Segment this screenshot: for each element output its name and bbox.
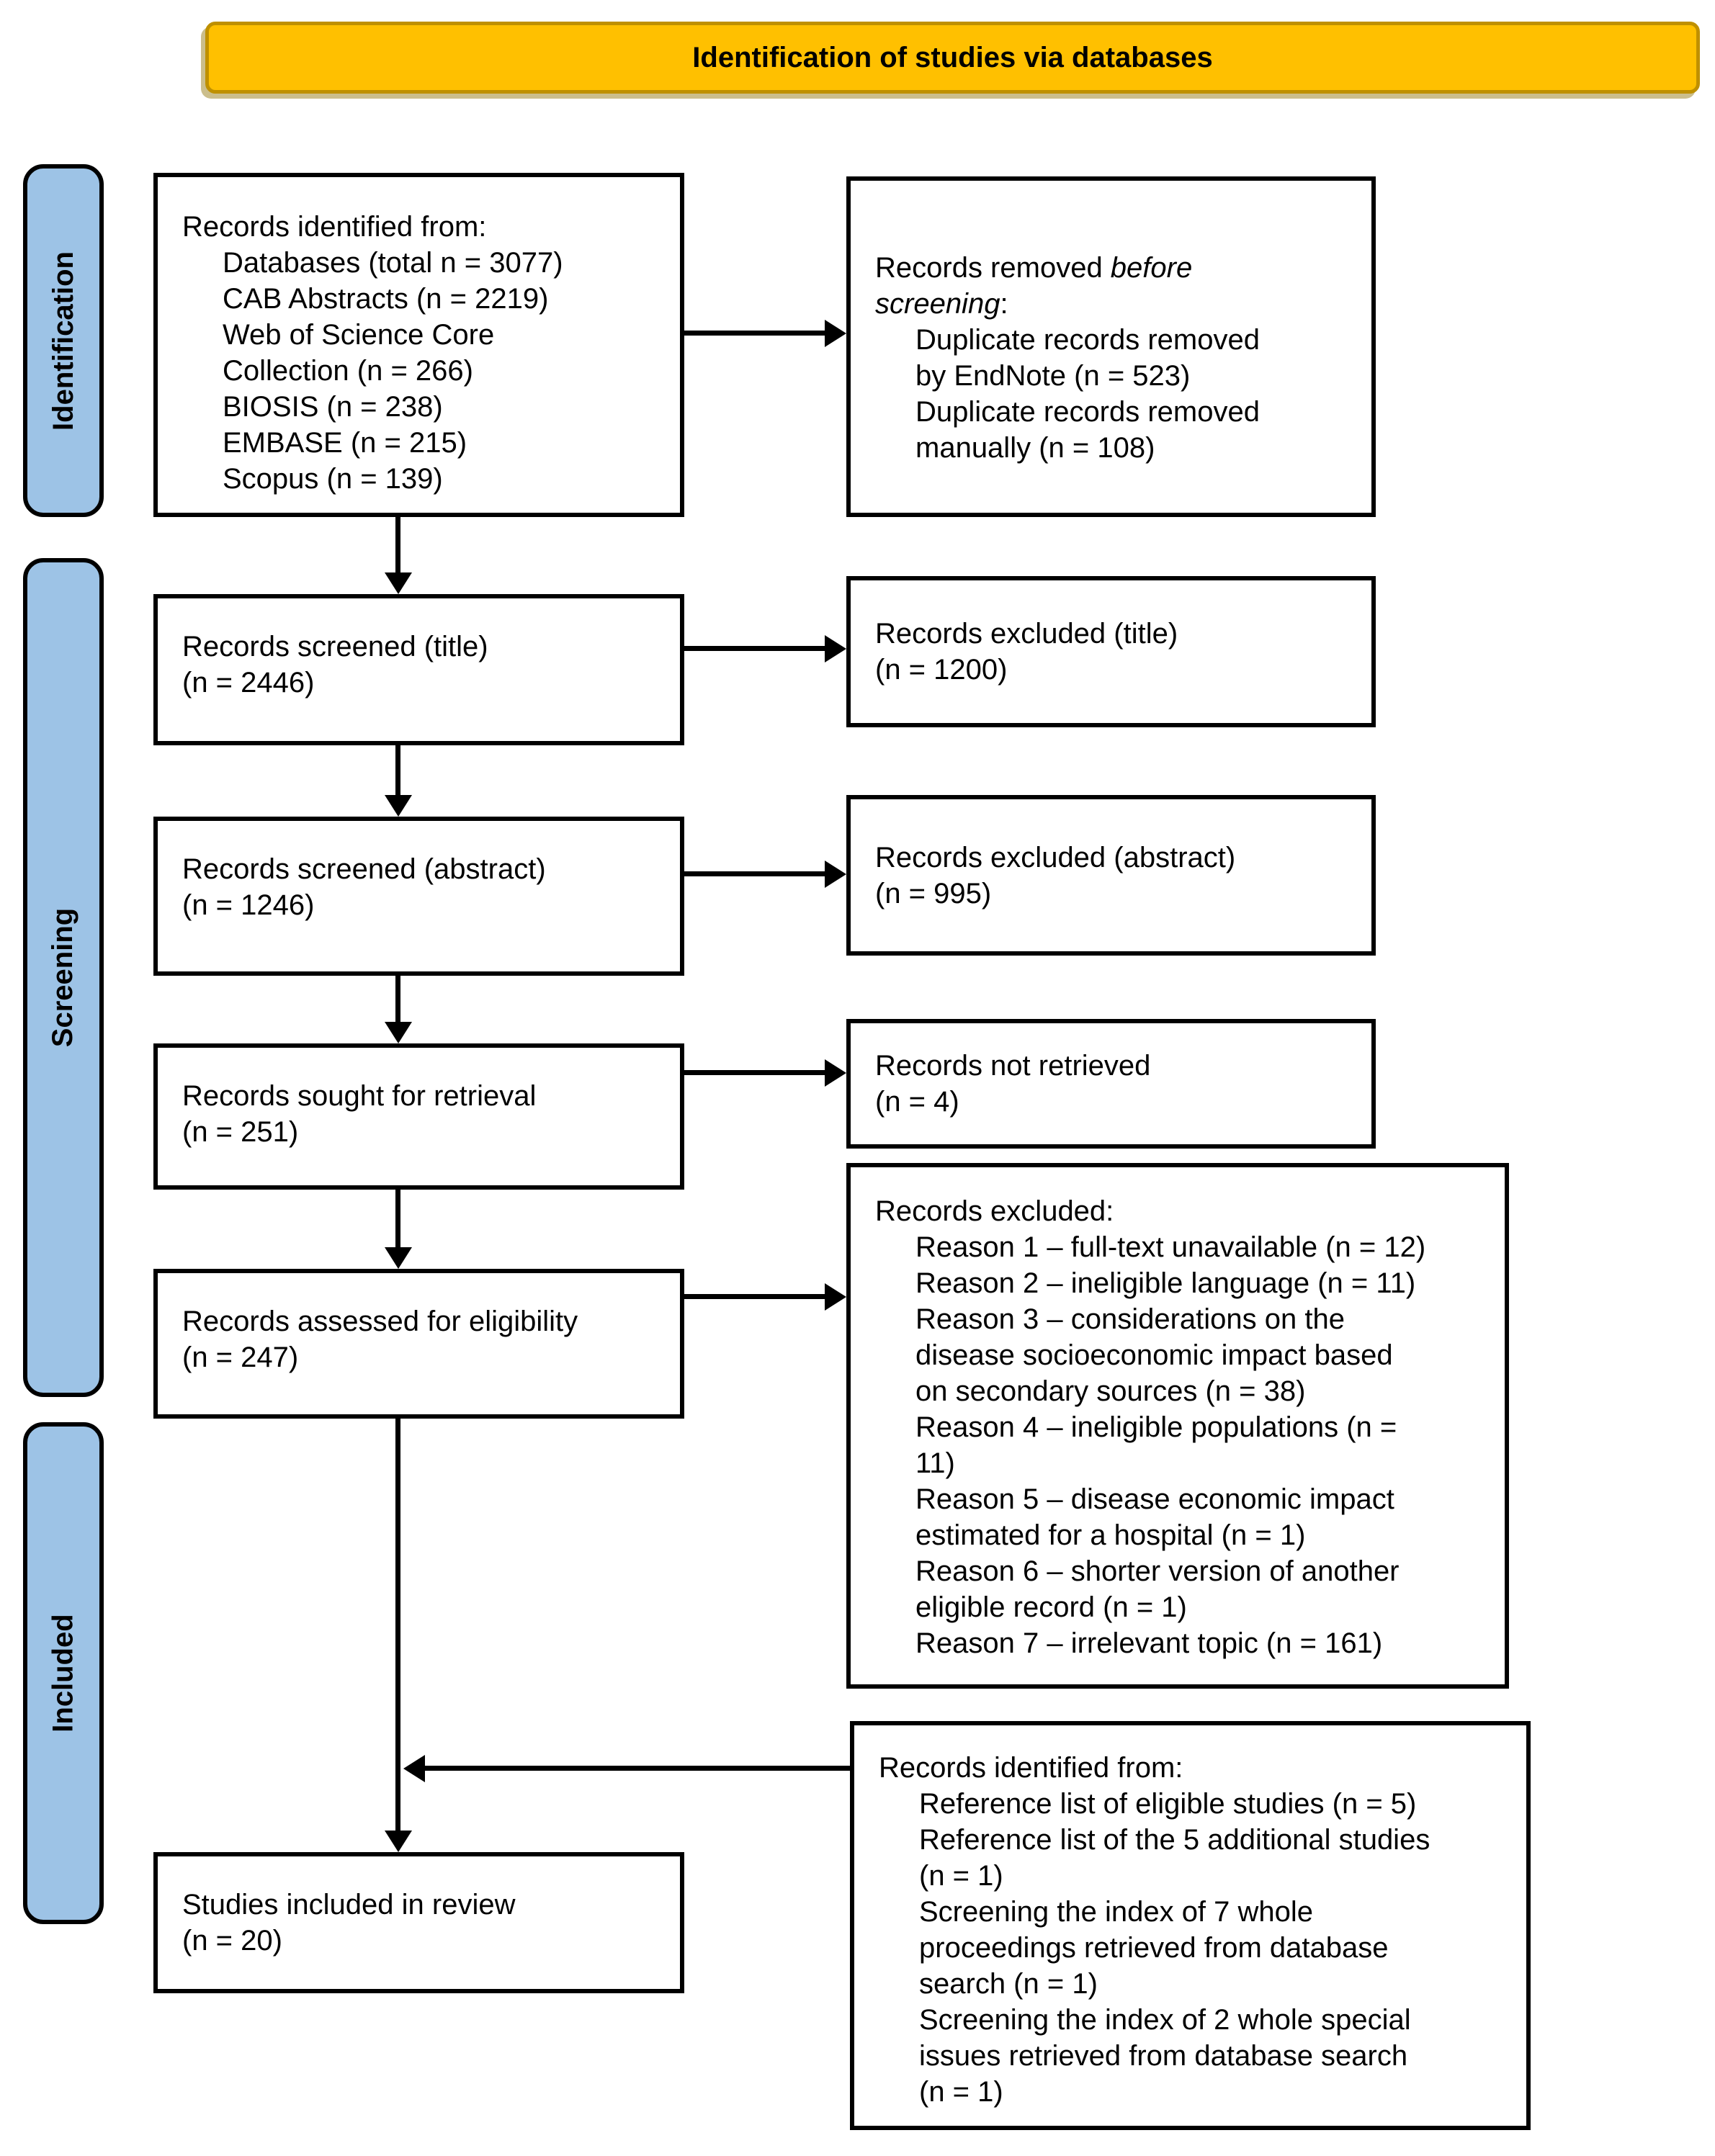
arrow-screened-abstract-to-excluded-abstract (684, 871, 825, 876)
box-records-screened-abstract: Records screened (abstract) (n = 1246) (153, 817, 684, 976)
stage-label-included: Included (23, 1422, 104, 1924)
text-line: Records excluded (abstract) (875, 841, 1236, 873)
text-line: Records not retrieved (875, 1050, 1151, 1082)
text-line: by EndNote (n = 523) (915, 360, 1191, 392)
stage-label-identification: Identification (23, 164, 104, 517)
text-line: on secondary sources (n = 38) (915, 1375, 1306, 1407)
text-line: Duplicate records removed (915, 396, 1260, 428)
arrow-screened-abstract-to-sought (395, 976, 400, 1022)
text-line: (n = 1) (919, 1860, 1003, 1892)
box-records-sought-retrieval: Records sought for retrieval (n = 251) (153, 1043, 684, 1190)
text-line: Reason 7 – irrelevant topic (n = 161) (915, 1627, 1383, 1659)
stage-label-screening: Screening (23, 558, 104, 1397)
text-line: Records excluded (title) (875, 618, 1178, 650)
text-line: Records identified from: (879, 1752, 1183, 1784)
text-line: (n = 1) (919, 2076, 1003, 2108)
box-records-excluded-abstract: Records excluded (abstract) (n = 995) (846, 795, 1376, 956)
text-line: (n = 1246) (182, 889, 315, 921)
text-italic: screening (875, 288, 1000, 320)
text-line: Studies included in review (182, 1889, 516, 1921)
text-line: issues retrieved from database search (919, 2040, 1408, 2072)
text-line: Screening the index of 7 whole (919, 1896, 1314, 1928)
text-line: Reason 6 – shorter version of another (915, 1555, 1400, 1587)
text-normal: Records removed (875, 252, 1111, 284)
text-line: Reason 4 – ineligible populations (n = (915, 1411, 1397, 1443)
title-banner: Identification of studies via databases (205, 22, 1700, 94)
arrow-other-sources-to-included (425, 1766, 850, 1771)
text-line: (n = 251) (182, 1116, 299, 1148)
text-line: (n = 1200) (875, 654, 1008, 686)
stage-label-text: Identification (47, 251, 79, 431)
text-line: Scopus (n = 139) (223, 463, 443, 495)
box-records-identified: Records identified from: Databases (total… (153, 173, 684, 517)
text-line: 11) (915, 1447, 955, 1479)
text-line: Reason 1 – full-text unavailable (n = 12… (915, 1231, 1426, 1263)
banner-title: Identification of studies via databases (692, 41, 1213, 73)
arrow-sought-to-not-retrieved (684, 1070, 825, 1075)
text-line: CAB Abstracts (n = 2219) (223, 283, 549, 315)
text-line: Databases (total n = 3077) (223, 247, 563, 279)
text-line: Screening the index of 2 whole special (919, 2004, 1411, 2036)
text-line: estimated for a hospital (n = 1) (915, 1519, 1306, 1551)
text-line: Records assessed for eligibility (182, 1306, 578, 1337)
box-studies-included-review: Studies included in review (n = 20) (153, 1852, 684, 1993)
text-line: search (n = 1) (919, 1968, 1098, 2000)
text-line: Records screened (abstract) (182, 853, 546, 885)
text-line: (n = 4) (875, 1086, 959, 1118)
arrow-sought-to-assessed (395, 1190, 400, 1247)
stage-label-text: Included (47, 1614, 79, 1733)
text-line: Collection (n = 266) (223, 355, 473, 387)
text-line: Reason 3 – considerations on the (915, 1303, 1345, 1335)
arrow-screened-title-to-screened-abstract (395, 745, 400, 795)
box-records-identified-other-sources: Records identified from: Reference list o… (850, 1721, 1531, 2130)
text-line: BIOSIS (n = 238) (223, 391, 443, 423)
arrow-identified-to-removed (684, 331, 825, 336)
box-records-assessed-eligibility: Records assessed for eligibility (n = 247… (153, 1269, 684, 1419)
text-line: (n = 2446) (182, 667, 315, 699)
text-line: Records identified from: (182, 211, 487, 243)
text-line: EMBASE (n = 215) (223, 427, 467, 459)
text-line: Reason 5 – disease economic impact (915, 1483, 1394, 1515)
arrow-identified-to-screened-title (395, 517, 400, 572)
text-line: (n = 995) (875, 877, 992, 909)
text-line: Reference list of the 5 additional studi… (919, 1824, 1430, 1856)
text-line: Duplicate records removed (915, 324, 1260, 356)
text-line: Records sought for retrieval (182, 1080, 537, 1112)
box-records-not-retrieved: Records not retrieved (n = 4) (846, 1019, 1376, 1149)
text-line: (n = 20) (182, 1925, 282, 1957)
text-line: proceedings retrieved from database (919, 1932, 1389, 1964)
text-line: Records excluded: (875, 1195, 1114, 1227)
box-records-excluded-reasons: Records excluded: Reason 1 – full-text un… (846, 1163, 1509, 1689)
text-normal: : (1000, 288, 1008, 320)
text-line: eligible record (n = 1) (915, 1591, 1187, 1623)
text-italic: before (1110, 252, 1193, 284)
text-line: screening: (875, 286, 1347, 322)
arrow-screened-title-to-excluded-title (684, 646, 825, 651)
box-records-excluded-title: Records excluded (title) (n = 1200) (846, 576, 1376, 727)
text-line: Reference list of eligible studies (n = … (919, 1788, 1417, 1820)
text-line: disease socioeconomic impact based (915, 1339, 1393, 1371)
text-line: Records screened (title) (182, 631, 488, 662)
text-line: Records removed before (875, 250, 1347, 286)
text-line: manually (n = 108) (915, 432, 1155, 464)
text-line: Reason 2 – ineligible language (n = 11) (915, 1267, 1416, 1299)
box-records-screened-title: Records screened (title) (n = 2446) (153, 594, 684, 745)
stage-label-text: Screening (47, 907, 79, 1048)
arrow-assessed-to-excluded-reasons (684, 1294, 825, 1299)
text-line: Web of Science Core (223, 319, 495, 351)
arrow-assessed-to-included (395, 1419, 400, 1831)
text-line: (n = 247) (182, 1342, 299, 1373)
